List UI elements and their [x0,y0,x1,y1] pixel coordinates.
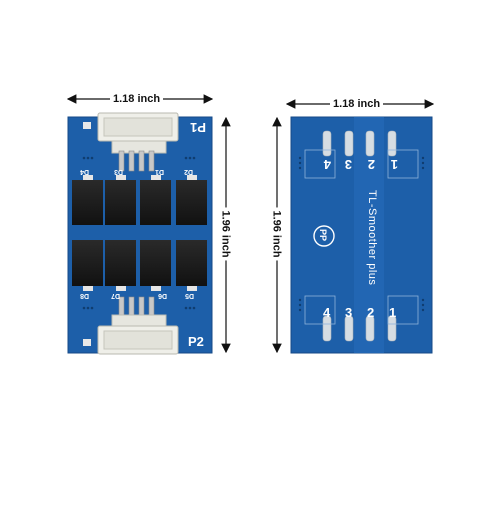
connector-label-p1: P1 [190,120,206,135]
back-top-pin-4: 4 [323,157,331,172]
diode-label-d3: D3 [114,168,123,175]
top-diode-row [72,175,207,225]
back-board-title: TL-Smoother plus [366,190,378,285]
back-bottom-pin-2: 2 [367,305,374,320]
diode-label-d5: D5 [185,292,194,299]
back-bottom-pin-3: 3 [345,305,352,320]
front-height-label: 1.96 inch [219,207,232,261]
back-bottom-pin-4: 4 [323,305,331,320]
front-width-label: 1.18 inch [110,93,164,105]
back-top-pin-2: 2 [368,157,375,172]
back-logo: PP [313,225,335,247]
connector-bottom [97,296,179,355]
back-top-pin-1: 1 [391,157,398,172]
front-pcb: D4 D3 D1 D2 D8 D7 D6 D5 P1 P2 [67,112,213,355]
diode-label-d7: D7 [111,292,120,299]
connector-top [97,112,179,172]
back-bottom-pin-1: 1 [389,305,396,320]
back-logo-text: PP [318,229,328,241]
diode-label-d8: D8 [80,292,89,299]
connector-label-p2: P2 [188,334,204,349]
bottom-diode-row [72,240,207,291]
diode-label-d2: D2 [184,168,193,175]
back-pcb: 4 3 2 1 4 3 2 1 PP TL-Smoother plus [290,116,433,354]
back-top-pin-3: 3 [345,157,352,172]
diode-label-d6: D6 [158,292,167,299]
diode-label-d4: D4 [80,168,89,175]
diode-label-d1: D1 [155,168,164,175]
back-height-label: 1.96 inch [270,207,283,261]
back-width-label: 1.18 inch [330,98,384,110]
